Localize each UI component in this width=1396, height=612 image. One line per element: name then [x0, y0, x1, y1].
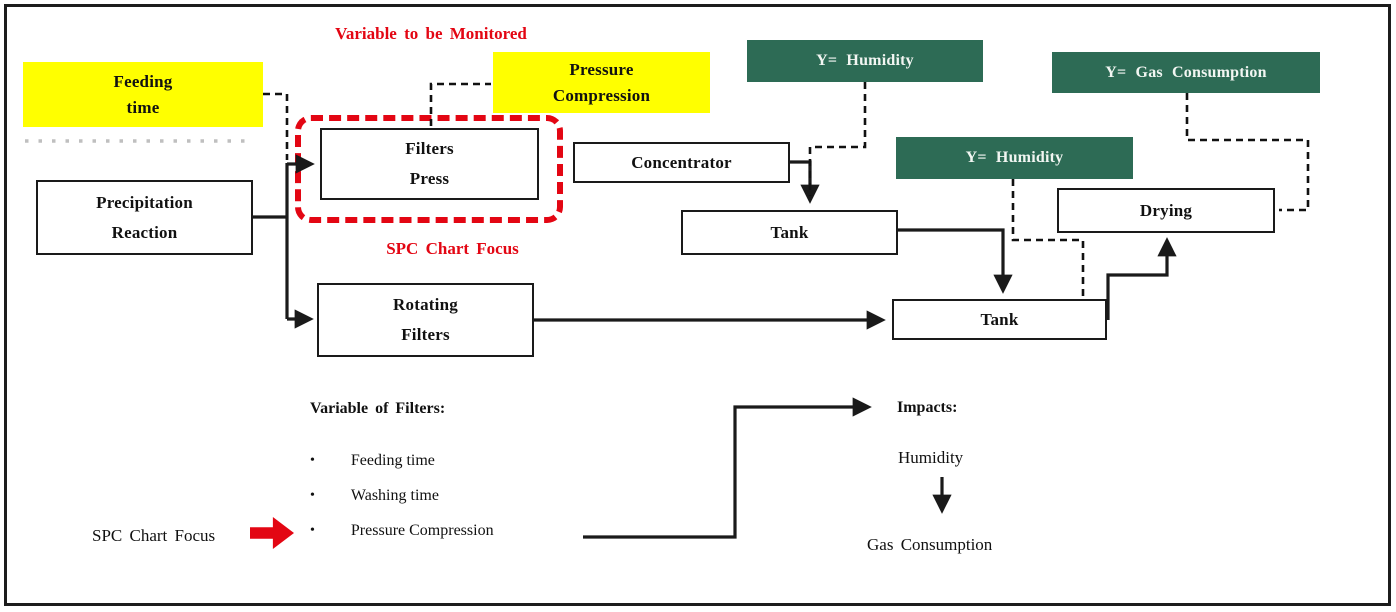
node-feeding-time-line2: time [126, 97, 160, 117]
bullet-pressure-compression-label: Pressure Compression [350, 522, 494, 539]
node-tank-2: Tank [892, 299, 1107, 340]
monitor-humidity-2: Y= Humidity [896, 137, 1133, 179]
bullet-icon: • [310, 453, 315, 468]
bullet-icon: • [310, 488, 315, 503]
bullet-washing-time: • Washing time [310, 487, 439, 505]
node-feeding-time: Feeding time [23, 62, 263, 127]
node-filters-press-line2: Press [409, 169, 450, 188]
node-pressure-compression-line2: Compression [552, 85, 651, 105]
node-rotating-filters-line1: Rotating [393, 295, 458, 315]
node-rotating-filters-line2: Filters [401, 325, 450, 344]
dashed-humidity1-link [808, 82, 867, 196]
node-concentrator: Concentrator [573, 142, 790, 183]
node-filters-press-line1: Filters [405, 139, 454, 159]
node-pressure-compression-line1: Pressure [569, 60, 634, 79]
spc-legend-label: SPC Chart Focus [92, 526, 216, 545]
node-filters-press: Filters Press [320, 128, 539, 200]
monitor-humidity-1: Y= Humidity [747, 40, 983, 82]
monitor-gas-consumption: Y= Gas Consumption [1052, 52, 1320, 93]
node-precipitation-line1: Precipitation [96, 192, 193, 212]
node-drying: Drying [1057, 188, 1275, 233]
node-rotating-filters: Rotating Filters [317, 283, 534, 357]
node-feeding-time-line1: Feeding [113, 72, 173, 91]
arrow-variables-to-impacts [583, 397, 872, 539]
spc-focus-caption: SPC Chart Focus [386, 239, 519, 258]
node-pressure-compression: Pressure Compression [493, 52, 710, 113]
impacts-heading: Impacts: [897, 399, 958, 416]
dashed-feeding-time-link [263, 92, 289, 160]
bullet-icon: • [310, 523, 315, 538]
node-precipitation-line2: Reaction [111, 222, 178, 242]
impact-humidity-label: Humidity [898, 448, 964, 467]
bullet-pressure-compression: • Pressure Compression [310, 522, 494, 540]
node-precipitation-reaction: Precipitation Reaction [36, 180, 253, 255]
node-tank-1: Tank [681, 210, 898, 255]
arrow-tank1-to-tank2 [898, 228, 1013, 294]
impact-gas-label: Gas Consumption [867, 535, 993, 554]
variables-heading: Variable of Filters: [310, 400, 446, 417]
diagram-title: Variable to be Monitored [335, 24, 527, 43]
arrow-tank2-to-drying [1106, 237, 1177, 320]
red-arrow-icon [250, 517, 294, 549]
arrow-concentrator-to-tank1 [790, 160, 820, 204]
bullet-feeding-time-label: Feeding time [350, 452, 435, 469]
bullet-feeding-time: • Feeding time [310, 452, 435, 470]
bullet-washing-time-label: Washing time [350, 487, 439, 504]
